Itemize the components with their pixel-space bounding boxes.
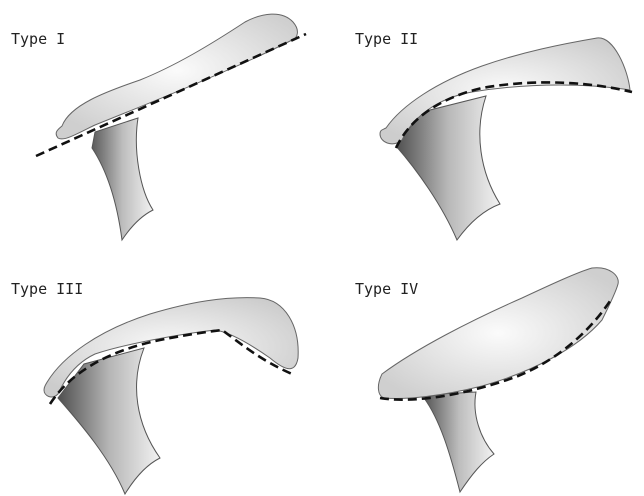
panel-type-1: Type I bbox=[0, 0, 322, 248]
acromion-shape bbox=[56, 14, 297, 139]
panel-type-3: Type III bbox=[0, 248, 322, 496]
scapular-spine-shape bbox=[424, 392, 494, 492]
scapular-spine-shape bbox=[92, 118, 153, 240]
acromion-type-3-drawing bbox=[0, 248, 322, 496]
panel-type-2: Type II bbox=[322, 0, 644, 248]
acromion-type-2-drawing bbox=[322, 0, 644, 248]
acromion-type-1-drawing bbox=[0, 0, 322, 248]
panel-type-4: Type IV bbox=[322, 248, 644, 496]
acromion-type-4-drawing bbox=[322, 248, 644, 496]
